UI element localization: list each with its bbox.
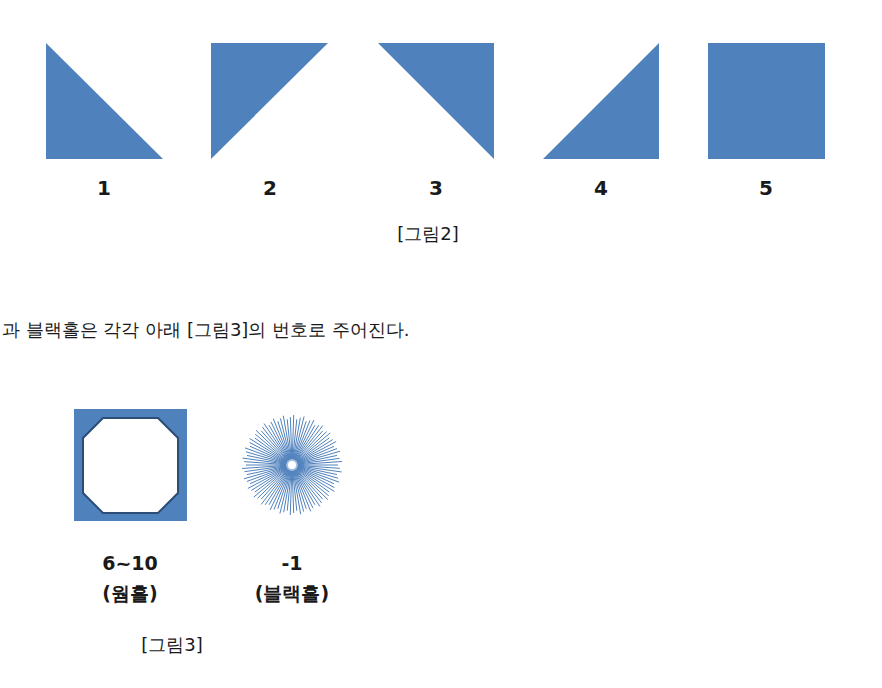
blackhole-ray [298,462,342,465]
blackhole-ray [293,471,301,514]
wormhole-octagon [83,418,178,513]
shape-number: 2 [263,176,277,200]
cell-number: 6~10 [102,552,158,575]
blackhole-center [288,461,296,469]
blackhole-ray [298,449,337,463]
blackhole-ray [280,418,290,459]
blackhole-ray [262,427,288,460]
blackhole-ray [248,468,287,489]
blackhole-core [280,453,304,477]
figure-caption: [그림2] [397,223,459,245]
shape-number: 5 [759,176,773,200]
blackhole-ray [244,467,286,479]
tile-shape [46,43,163,159]
blackhole-ray [271,422,289,460]
shape-number: 1 [97,176,111,200]
blackhole-ray [298,451,340,463]
shape-number: 4 [594,176,608,200]
blackhole-ray [290,417,291,459]
tile-shapes [46,43,825,159]
cell-name: (블랙홀) [255,582,329,605]
shape-number: 3 [429,176,443,200]
wormhole-frame [74,409,187,521]
blackhole-ray [295,470,313,508]
blackhole-ray [293,471,303,512]
blackhole-ray [296,470,322,503]
cell-name: (웜홀) [102,582,157,605]
wormhole-icon [74,409,187,521]
body-text: 과 블랙홀은 각각 아래 [그림3]의 번호로 주어진다. [2,319,410,341]
blackhole-ray [283,416,291,459]
blackhole-ray [297,442,336,463]
tile-shape [543,43,659,159]
blackhole-ray [292,471,293,513]
blackhole-icon [242,415,342,515]
blackhole-ray [247,467,286,481]
cell-number: -1 [281,552,302,575]
blackhole-ray [242,465,286,468]
tile-shape [211,43,328,159]
tile-shape [708,43,825,159]
figure-caption: [그림3] [141,634,203,656]
tile-shape [378,43,494,159]
